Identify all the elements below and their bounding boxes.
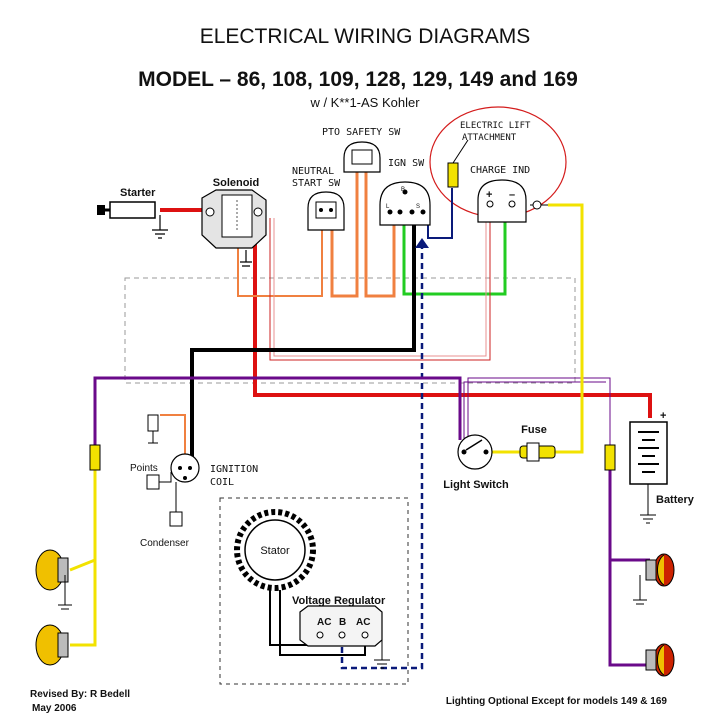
battery (629, 421, 668, 524)
revised-by: Revised By: R Bedell (30, 689, 130, 700)
wire-red-thin-a (269, 206, 491, 361)
vr-b: B (339, 617, 346, 628)
footer-note: Lighting Optional Except for models 149 … (446, 696, 668, 707)
points (146, 472, 172, 490)
light-switch (457, 434, 493, 470)
engine-note: w / K**1-AS Kohler (309, 95, 420, 110)
voltage-regulator-label: Voltage Regulator (292, 595, 386, 607)
wire-orange-3 (364, 172, 396, 298)
neutral-start-switch (307, 191, 345, 231)
electric-lift-label-1: ELECTRIC LIFT (460, 121, 531, 131)
starter-motor (97, 201, 168, 239)
wire-orange-1 (237, 228, 323, 297)
starter-label: Starter (120, 187, 156, 199)
taillight-right-top (633, 553, 675, 605)
diagram-title: ELECTRICAL WIRING DIAGRAMS (200, 25, 531, 48)
battery-plus: + (660, 410, 666, 422)
taillight-right-bottom (645, 643, 675, 677)
connector-right (604, 444, 616, 471)
ignition-switch (379, 181, 431, 226)
wire-orange-2 (330, 172, 359, 298)
stator (234, 509, 316, 591)
wire-purple-right-down (608, 470, 650, 667)
charge-ind-label: CHARGE IND (470, 165, 530, 176)
engine-enclosure (219, 497, 409, 685)
wire-purple-left (93, 376, 462, 445)
charge-indicator (477, 179, 548, 223)
neutral-label-1: NEUTRAL (292, 166, 334, 177)
vr-ac-left: AC (317, 617, 331, 628)
ign-sw-label: IGN SW (388, 158, 425, 169)
solenoid-label: Solenoid (213, 177, 259, 189)
electric-lift-connector (447, 162, 459, 188)
wire-navy (427, 188, 453, 239)
dash-panel-outline (124, 277, 576, 384)
lift-leader-line (452, 139, 469, 164)
headlight-left-top (35, 549, 72, 610)
charge-minus: – (509, 189, 515, 201)
fuse-label: Fuse (521, 424, 547, 436)
ignition-coil-label-1: IGNITION (210, 464, 258, 475)
points-label: Points (130, 463, 158, 474)
wire-navy-arrow (415, 238, 429, 248)
wire-purple-right (467, 377, 611, 445)
neutral-label-2: START SW (292, 178, 341, 189)
pto-safety-switch (343, 141, 381, 173)
voltage-regulator (299, 605, 390, 669)
ignition-coil-label-2: COIL (210, 477, 234, 488)
model-line: MODEL – 86, 108, 109, 128, 129, 149 and … (138, 68, 578, 91)
fuse (519, 442, 556, 462)
ign-b-label: B (401, 187, 405, 193)
condenser-label: Condenser (140, 538, 190, 549)
ign-l-label: L (386, 204, 390, 210)
ign-s-label: S (416, 204, 420, 210)
stator-label: Stator (260, 545, 290, 557)
wire-black (190, 218, 416, 460)
wire-orange-points (160, 414, 186, 455)
wire-yellow-left (69, 470, 97, 647)
charge-plus: + (486, 189, 492, 201)
wire-purple-right2 (463, 381, 606, 440)
pto-label: PTO SAFETY SW (322, 127, 401, 138)
spark-plug (147, 414, 159, 444)
wire-red-thin-b (273, 206, 487, 357)
wire-yellow-fuse (490, 203, 584, 454)
ignition-coil (170, 453, 200, 483)
electric-lift-label-2: ATTACHMENT (462, 133, 517, 143)
condenser (169, 482, 183, 527)
revised-date: May 2006 (32, 703, 77, 714)
headlight-left-bottom (35, 624, 69, 666)
battery-label: Battery (656, 494, 695, 506)
connector-left (89, 444, 101, 471)
vr-ac-right: AC (356, 617, 370, 628)
light-switch-label: Light Switch (443, 479, 509, 491)
wire-red-battery (253, 215, 652, 418)
solenoid (201, 189, 267, 267)
